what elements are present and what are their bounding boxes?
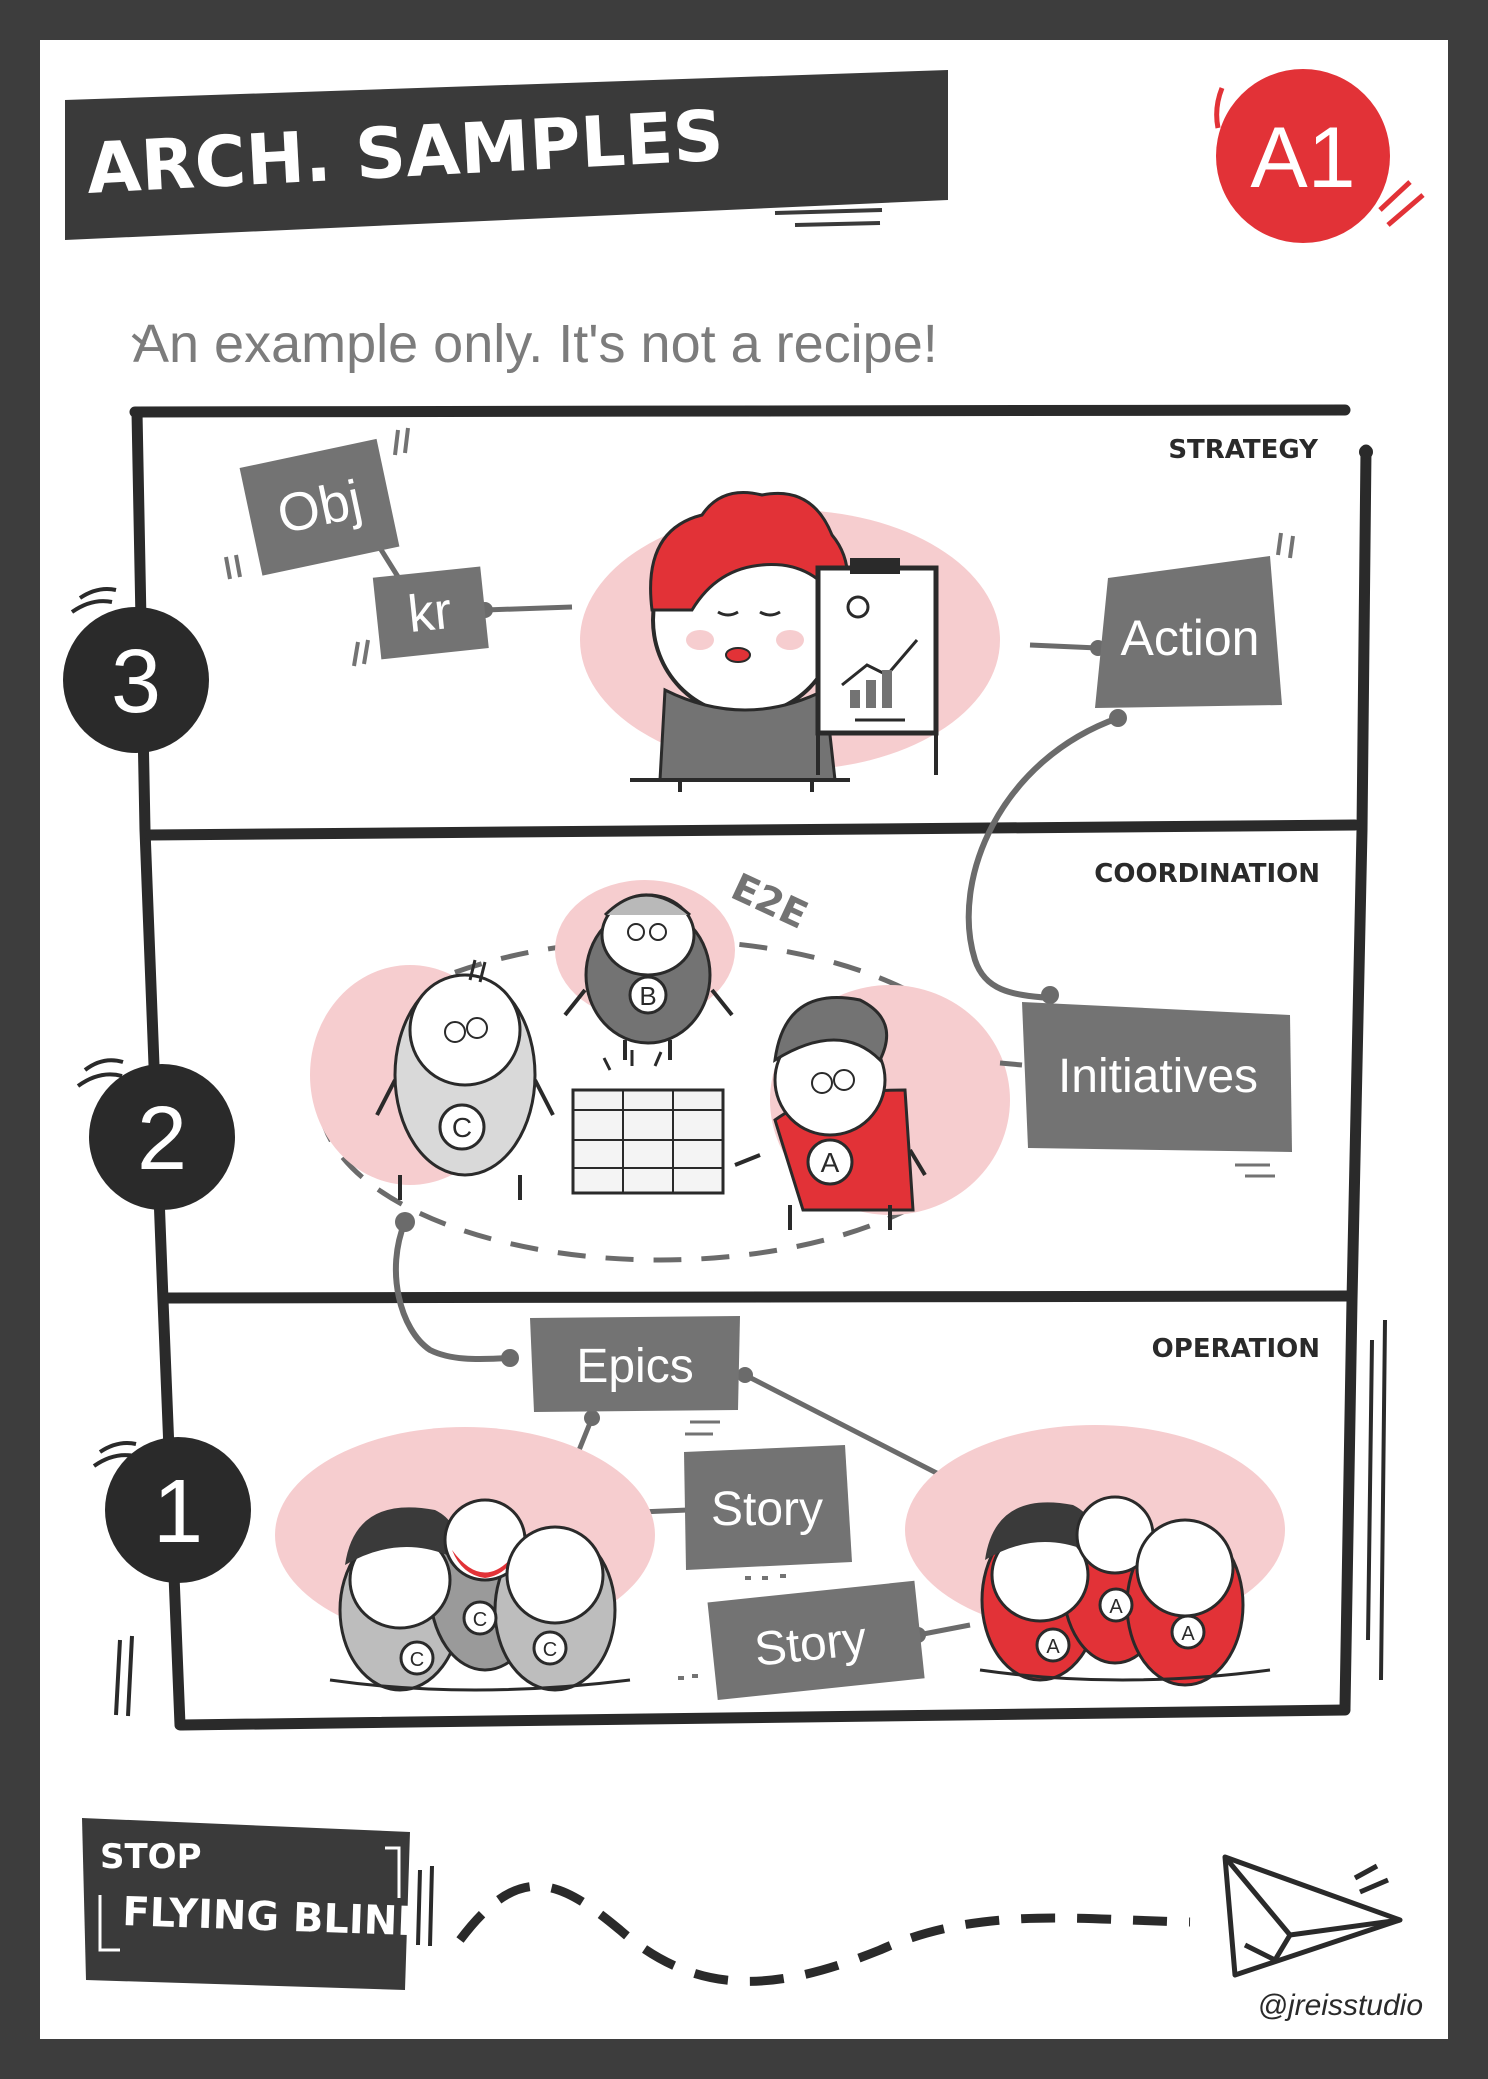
level-2-number: 2: [137, 1089, 187, 1189]
connector-action-initiatives: [965, 715, 1120, 1001]
epics-box: Epics: [530, 1316, 740, 1436]
flying-blind-label: FLYING BLIND: [122, 1889, 432, 1946]
team-a-badge: A: [821, 1147, 840, 1178]
layer-name-strategy: STRATEGY: [1168, 435, 1319, 465]
action-label: Action: [1121, 610, 1260, 666]
layer-name-coordination: COORDINATION: [1094, 859, 1320, 889]
team-c-person: C: [310, 959, 555, 1200]
team-c-badge: C: [452, 1112, 472, 1143]
team-a-group-badge-2: A: [1109, 1596, 1123, 1618]
strategy-layer: Obj kr: [224, 427, 1295, 792]
frame-corner-dot: [1359, 445, 1373, 459]
frame-side-marks: [114, 1319, 1387, 1717]
level-3-number: 3: [111, 632, 161, 732]
connector-kr-person: [484, 604, 573, 613]
divider-strategy-coordination: [144, 819, 1361, 841]
epics-label: Epics: [576, 1340, 693, 1393]
team-b-person: B: [555, 880, 735, 1060]
divider-coordination-operation: [162, 1290, 1356, 1304]
connector-team-epics: [392, 1220, 511, 1363]
level-2-marker: 2: [76, 1058, 235, 1210]
subtitle: An example only. It's not a recipe!: [133, 314, 938, 374]
team-a-person: A: [734, 985, 1010, 1230]
connector-epics-right-team: [743, 1372, 962, 1488]
frame-top: [129, 404, 1351, 418]
team-c-group-badge-3: C: [543, 1639, 557, 1661]
team-a-group-badge-1: A: [1046, 1636, 1060, 1658]
kr-box: kr: [372, 566, 489, 660]
subtitle-tick: [131, 333, 147, 347]
initiatives-box: Initiatives: [999, 1002, 1292, 1178]
footer: STOP FLYING BLIND @jreisstudio: [82, 1818, 1423, 2022]
paper-plane-icon: [1222, 1854, 1403, 1978]
badge-circle: [1216, 69, 1390, 243]
team-table: [571, 1050, 725, 1195]
initiatives-label: Initiatives: [1058, 1050, 1258, 1103]
connector-person-action: [1029, 642, 1099, 651]
team-b-badge: B: [639, 981, 656, 1011]
operation-layer: Epics Story Story C: [275, 1316, 1285, 1700]
coordination-layer: E2E B C: [310, 865, 1292, 1263]
story-label-2: Story: [752, 1612, 869, 1676]
badge-mark-left: [1214, 87, 1225, 129]
flight-path: [456, 1881, 1191, 1986]
team-c-group-badge-1: C: [410, 1649, 424, 1671]
badge-label: A1: [1250, 110, 1355, 206]
presenter-hair: [649, 491, 850, 614]
team-a-group-badge-3: A: [1181, 1623, 1195, 1645]
badge-mark-right: [1378, 180, 1425, 227]
obj-box: Obj: [239, 438, 400, 576]
story-box-1: Story: [684, 1445, 852, 1580]
stop-sign-box: [82, 1818, 410, 1990]
kr-label: kr: [405, 582, 454, 644]
frame-bottom: [176, 1704, 1351, 1731]
team-c-group-badge-2: C: [473, 1609, 487, 1631]
title-banner: [65, 70, 948, 240]
team-c-group: C C C: [275, 1427, 655, 1692]
team-a-group: A A A: [905, 1425, 1285, 1687]
layer-name-operation: OPERATION: [1152, 1334, 1320, 1364]
title-underline-1: [774, 208, 883, 215]
level-3-marker: 3: [63, 587, 209, 753]
frame-right: [1339, 444, 1372, 1714]
e2e-label: E2E: [725, 865, 815, 938]
title-underline-2: [794, 221, 881, 227]
story-box-2: Story: [707, 1580, 925, 1700]
stop-label: STOP: [100, 1837, 202, 1877]
strategy-person: [580, 491, 1000, 792]
connector-story-right-team: [917, 1622, 971, 1638]
presentation-board: [815, 565, 939, 736]
level-1-number: 1: [153, 1462, 203, 1562]
level-1-marker: 1: [92, 1437, 251, 1583]
signature: @jreisstudio: [1257, 1989, 1423, 2022]
story-label-1: Story: [711, 1483, 823, 1536]
action-box: Action: [1095, 556, 1282, 708]
header: ARCH. SAMPLES A1: [65, 69, 1425, 243]
